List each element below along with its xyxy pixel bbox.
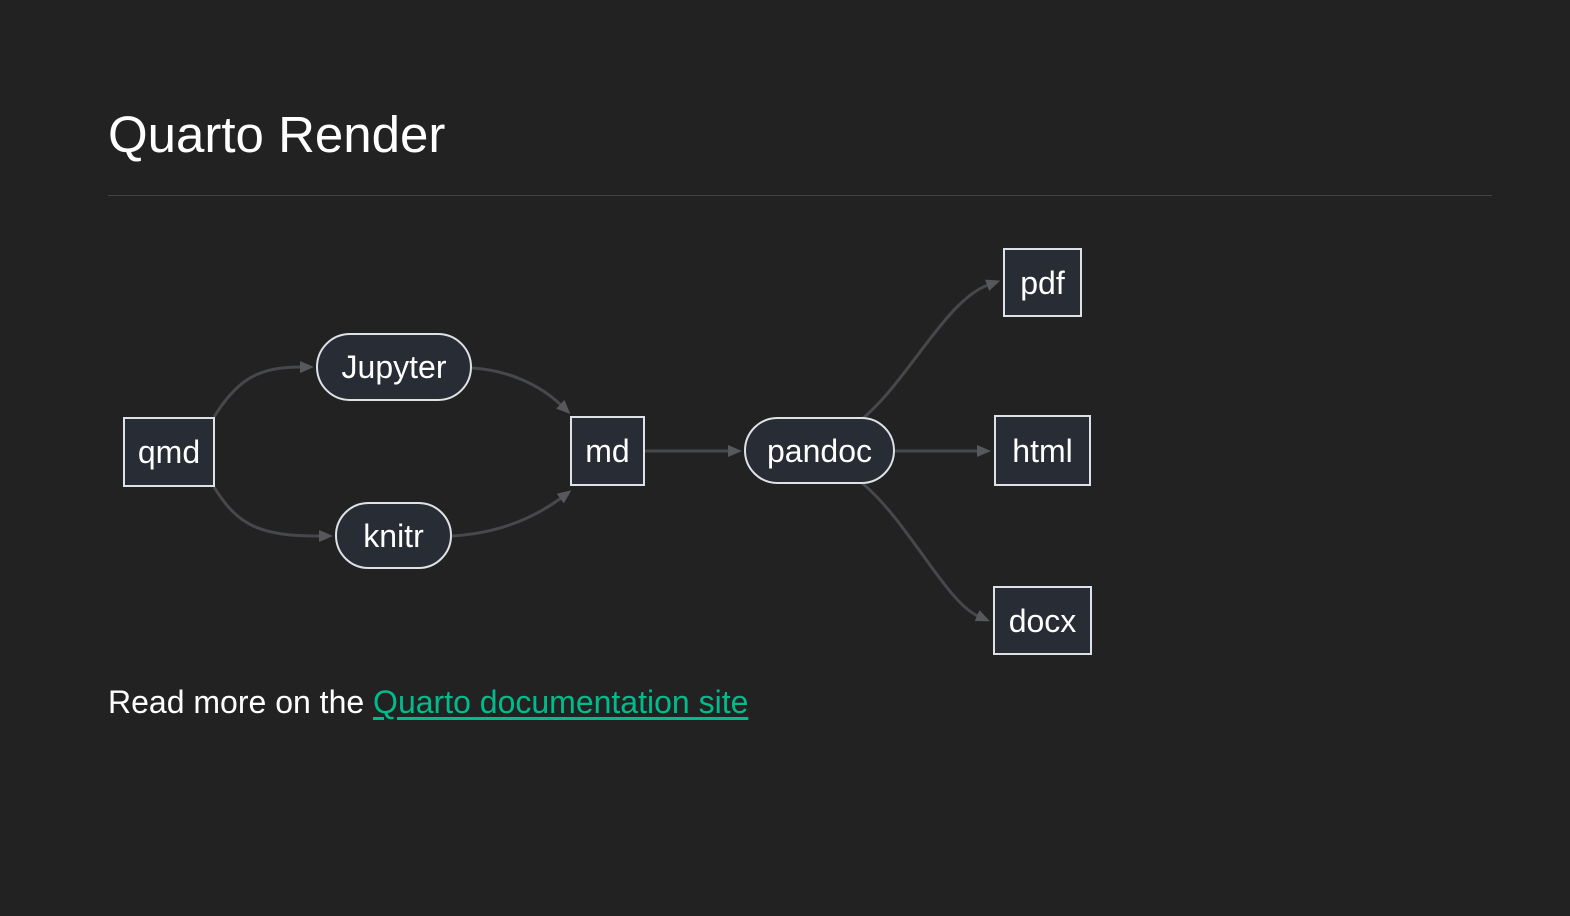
node-md: md bbox=[570, 416, 645, 487]
edge-knitr-md bbox=[451, 490, 572, 538]
node-knitr: knitr bbox=[335, 502, 452, 570]
node-qmd-label: qmd bbox=[137, 434, 201, 471]
document-body: Quarto Render qmd bbox=[0, 104, 1570, 724]
edge-qmd-knitr bbox=[212, 486, 333, 543]
node-pandoc-label: pandoc bbox=[767, 432, 872, 469]
node-docx: docx bbox=[993, 586, 1092, 656]
diagram-edges bbox=[212, 279, 1001, 622]
node-pandoc: pandoc bbox=[744, 417, 895, 485]
read-more-text: Read more on the bbox=[108, 684, 374, 721]
page-title: Quarto Render bbox=[108, 106, 446, 163]
node-jupyter-label: Jupyter bbox=[341, 349, 447, 386]
node-jupyter: Jupyter bbox=[316, 333, 472, 402]
edge-jupyter-md bbox=[471, 366, 571, 415]
read-more-paragraph: Read more on the Quarto documentation si… bbox=[108, 681, 1492, 724]
edge-pandoc-docx bbox=[861, 482, 990, 622]
title-divider bbox=[108, 195, 1492, 197]
flow-diagram: qmd Jupyter knitr md pandoc pdf html do bbox=[108, 218, 1492, 663]
node-md-label: md bbox=[585, 433, 630, 470]
quarto-documentation-link[interactable]: Quarto documentation site bbox=[373, 684, 749, 721]
edge-qmd-jupyter bbox=[212, 361, 314, 418]
node-qmd: qmd bbox=[123, 417, 215, 488]
node-html: html bbox=[994, 415, 1091, 487]
node-pdf-label: pdf bbox=[1020, 264, 1065, 301]
node-pdf: pdf bbox=[1003, 248, 1082, 318]
node-knitr-label: knitr bbox=[363, 517, 424, 554]
node-html-label: html bbox=[1012, 432, 1073, 469]
node-docx-label: docx bbox=[1008, 602, 1077, 639]
edge-pandoc-pdf bbox=[861, 279, 1001, 421]
